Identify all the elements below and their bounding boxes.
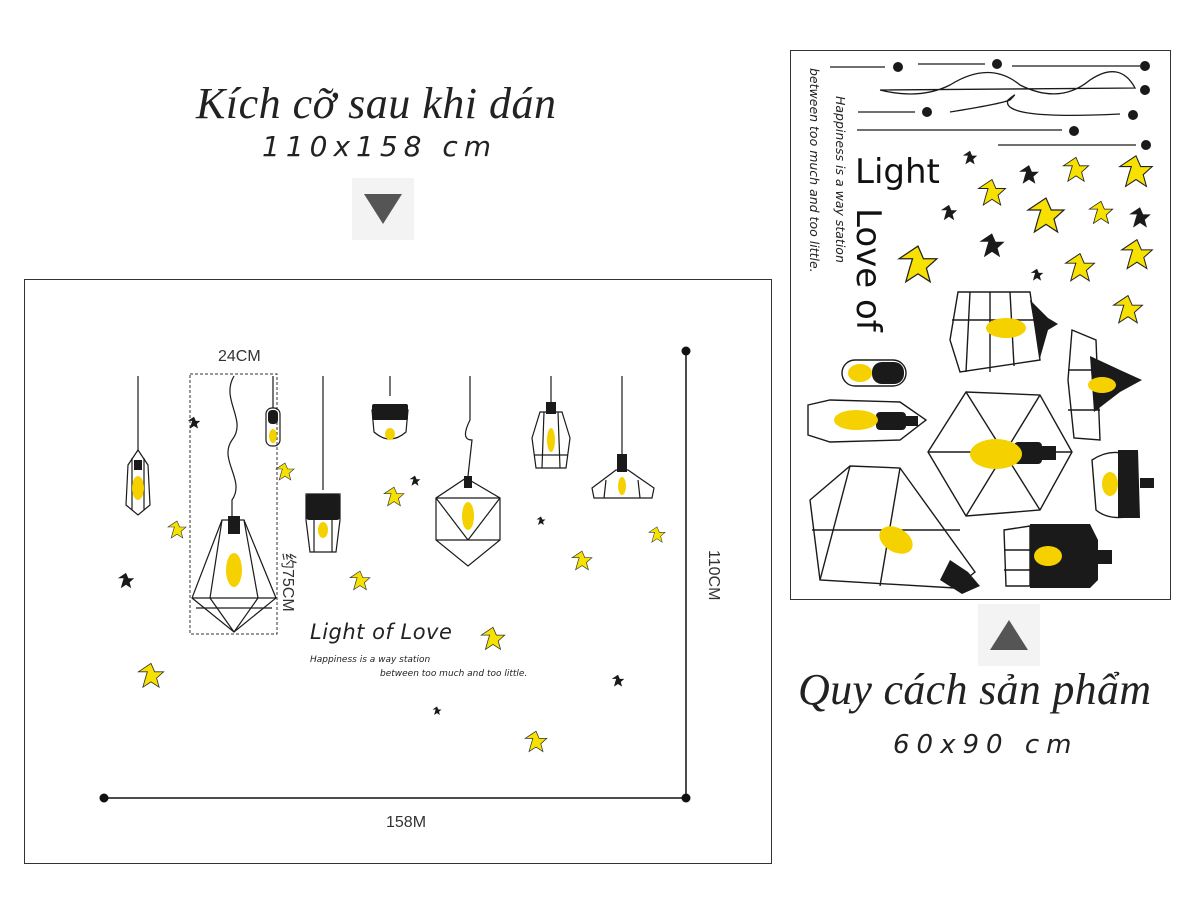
product-spec-size: 60x90 cm bbox=[893, 730, 1079, 760]
height-dimension-line bbox=[104, 351, 687, 799]
installed-preview-frame bbox=[24, 279, 772, 864]
quote-line-1: Happiness is a way station bbox=[310, 655, 431, 665]
installed-size-value: 110x158 cm bbox=[262, 130, 498, 163]
lamp-dimension-box bbox=[189, 373, 278, 635]
sheet-quote-line-1: Happiness is a way station bbox=[833, 96, 848, 263]
cord-tags bbox=[893, 59, 1151, 150]
pendant-lamps bbox=[125, 375, 655, 633]
sheet-word-light: Light bbox=[855, 152, 940, 192]
sheet-lamps bbox=[807, 291, 1139, 589]
installed-size-title: Kích cỡ sau khi dán bbox=[196, 79, 557, 128]
sheet-word-love-of: Love of bbox=[848, 208, 888, 332]
quote-line-2: between too much and too little. bbox=[380, 669, 528, 679]
hanging-cords bbox=[830, 63, 1140, 146]
triangle-down-icon bbox=[352, 178, 414, 240]
triangle-up-icon bbox=[978, 604, 1040, 666]
lamp-width-label: 24CM bbox=[218, 348, 261, 365]
sheet-quote-line-2: between too much and too little. bbox=[807, 68, 822, 273]
lamp-bulbs bbox=[132, 428, 626, 587]
quote-title: Light of Love bbox=[310, 620, 453, 644]
lamp-caps bbox=[134, 402, 627, 534]
product-spec-title: Quy cách sản phẩm bbox=[798, 665, 1152, 714]
total-width-label: 158M bbox=[386, 814, 427, 831]
product-sheet-frame bbox=[790, 50, 1171, 600]
